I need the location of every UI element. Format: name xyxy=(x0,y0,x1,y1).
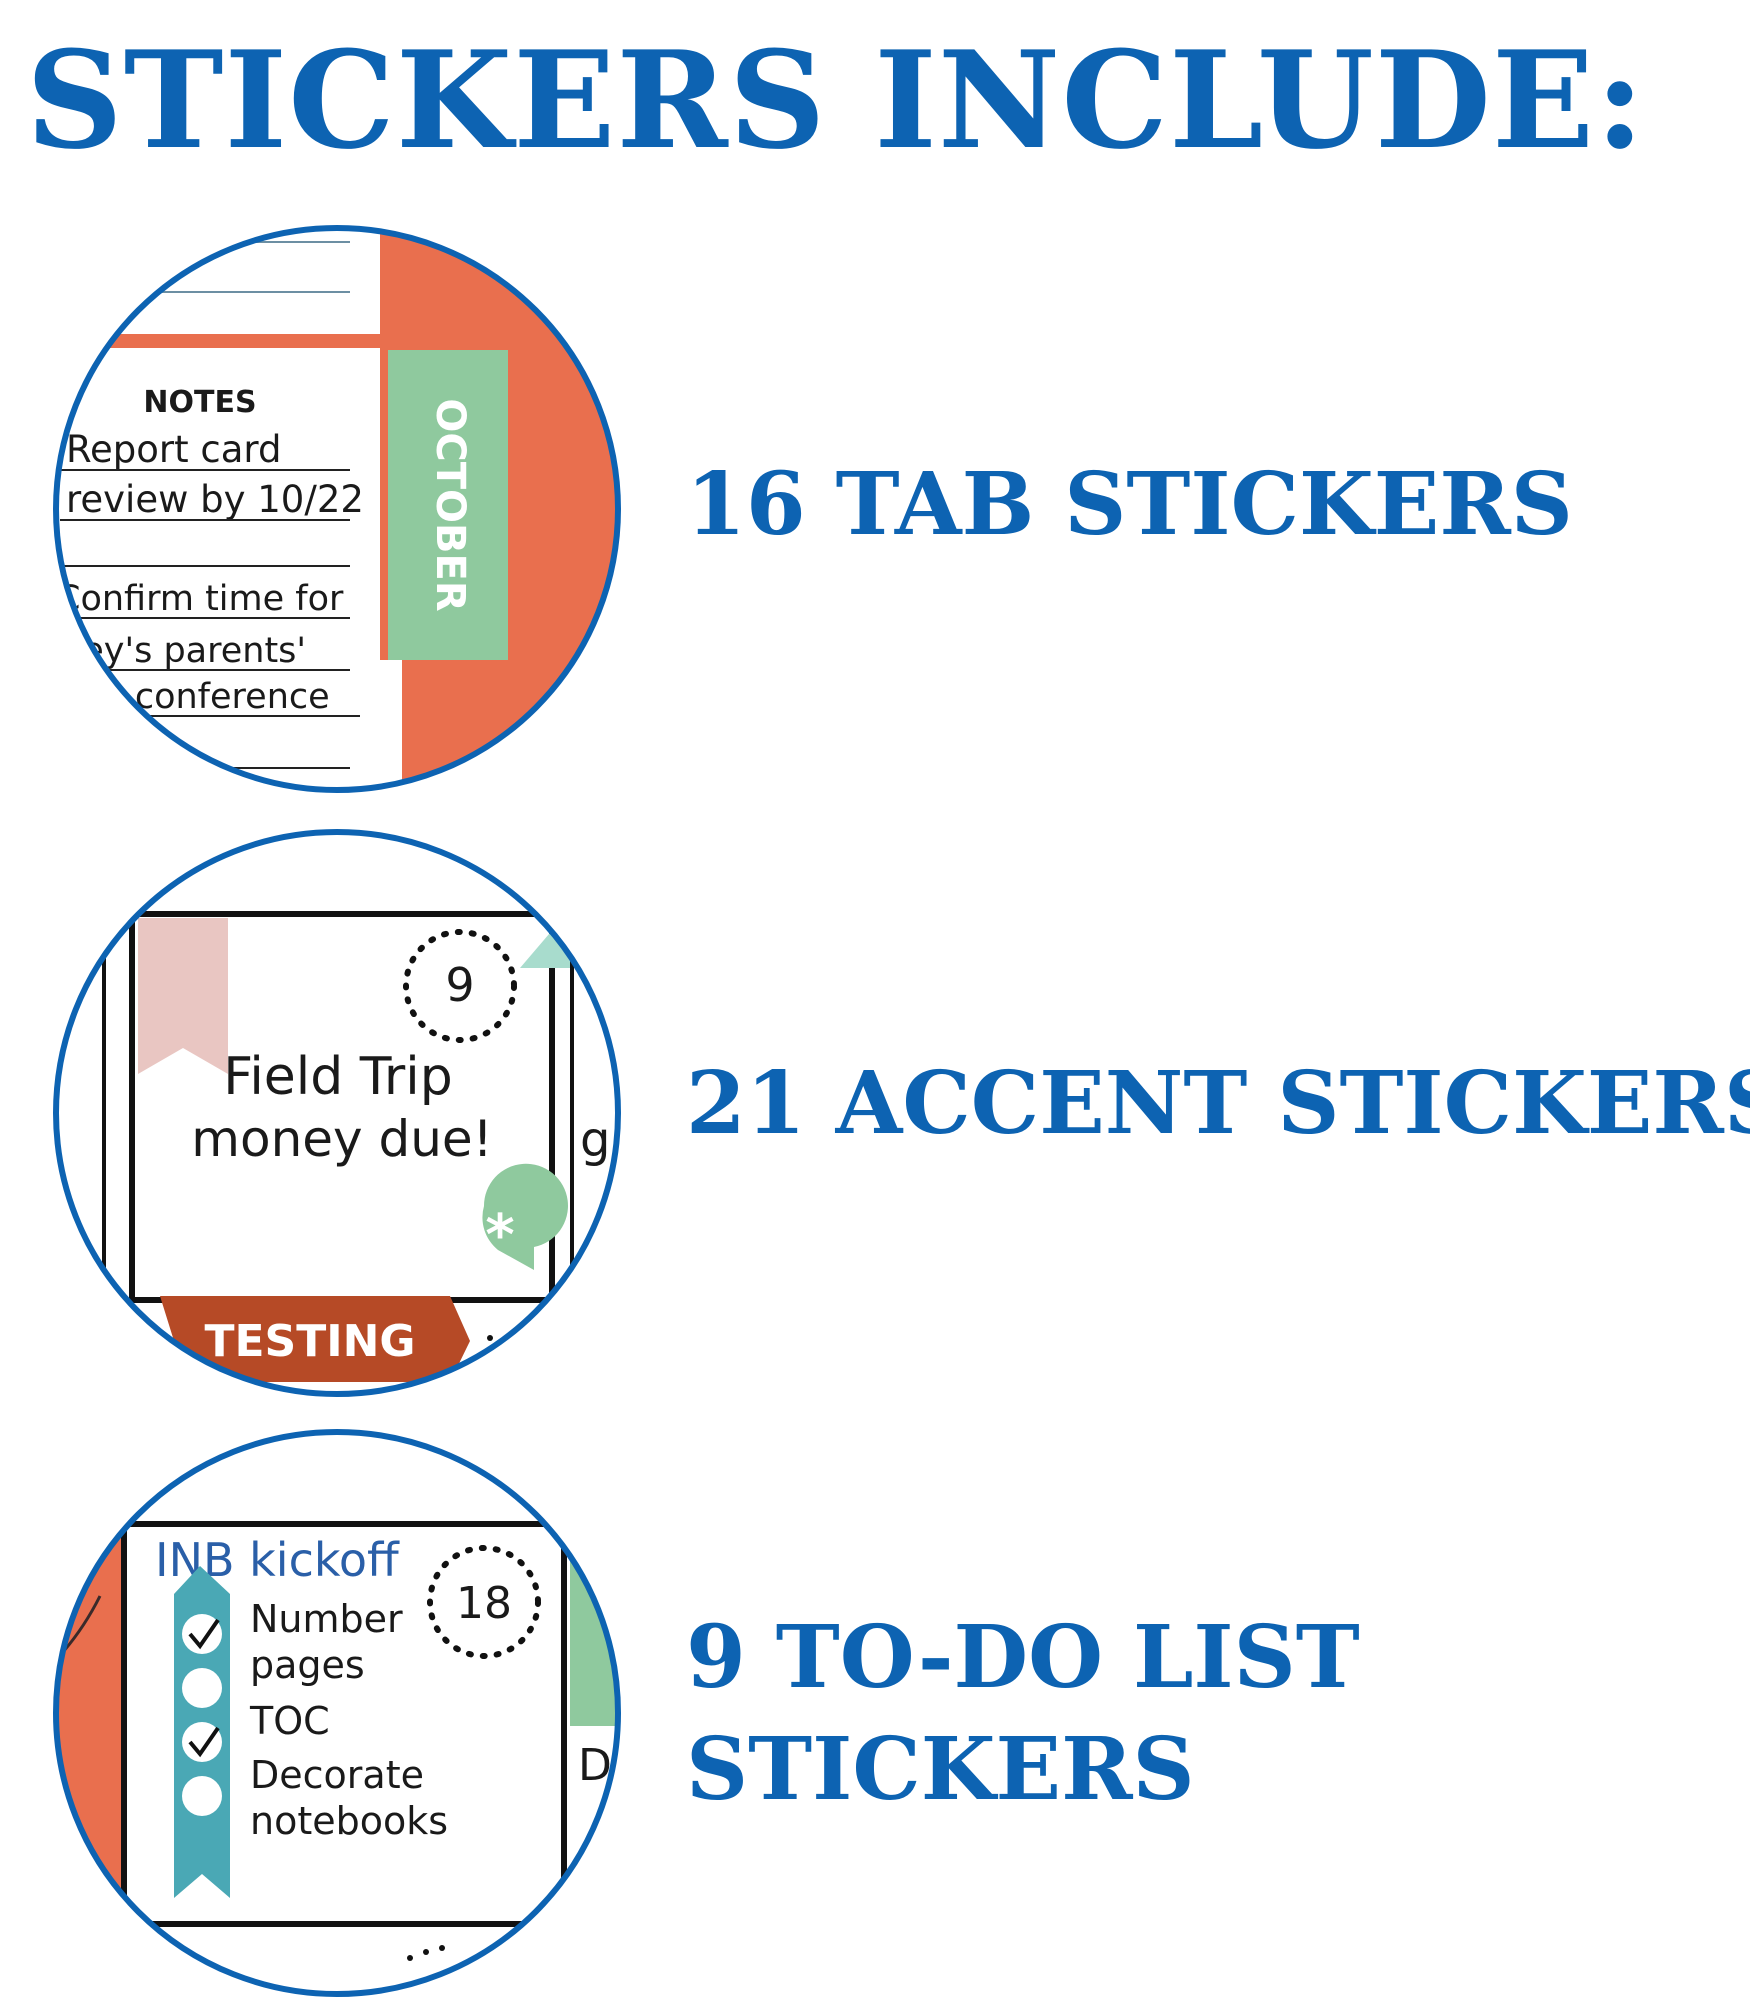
task-5: notebooks xyxy=(250,1799,448,1843)
asterisk-icon: * xyxy=(485,1203,514,1268)
task-1: Number xyxy=(250,1597,403,1641)
tab-label: OCTOBER xyxy=(427,398,473,611)
note-line-1: Report card xyxy=(66,428,281,471)
page-title: STICKERS INCLUDE: xyxy=(26,21,1646,179)
note-line-1: Field Trip xyxy=(223,1047,453,1107)
accent-sticker-sample-image: 9 Field Trip money due! * gr TESTING xyxy=(50,826,624,1400)
day-number: 18 xyxy=(456,1578,512,1629)
note-line-2: money due! xyxy=(191,1110,492,1168)
task-2: pages xyxy=(250,1643,365,1687)
task-3: TOC xyxy=(249,1699,330,1743)
tab-sticker-sample-image: OCTOBER NOTES Report card review by 10/2… xyxy=(50,222,624,796)
testing-banner: TESTING xyxy=(204,1316,415,1367)
todo-stickers-label-line2: STICKERS xyxy=(686,1719,1195,1820)
tab-stickers-label: 16 TAB STICKERS xyxy=(686,454,1573,555)
day-number: 9 xyxy=(445,958,474,1012)
accent-stickers-label: 21 ACCENT STICKERS xyxy=(686,1053,1750,1154)
todo-sticker-sample-image: INB kickoff 18 Number pages TOC Decorate… xyxy=(50,1426,624,2000)
task-4: Decorate xyxy=(250,1753,424,1797)
notes-heading: NOTES xyxy=(143,385,256,420)
todo-stickers-label-line1: 9 TO-DO LIST xyxy=(686,1607,1360,1708)
note-line-2: review by 10/22 xyxy=(66,478,364,521)
note-line-3: Confirm time for xyxy=(56,579,344,619)
